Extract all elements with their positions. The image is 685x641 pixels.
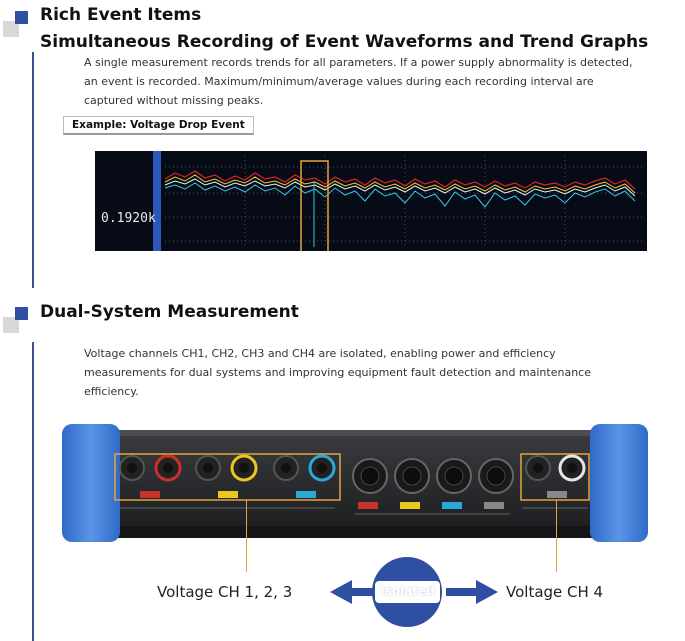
section1-description: A single measurement records trends for … bbox=[84, 56, 633, 107]
isolated-label: Isolated bbox=[380, 584, 435, 598]
right-bumper bbox=[590, 424, 648, 542]
arrow-right-icon bbox=[446, 580, 498, 604]
section-subtitle: Simultaneous Recording of Event Waveform… bbox=[40, 32, 649, 52]
section2-rule bbox=[32, 342, 34, 641]
left-bumper bbox=[62, 424, 120, 542]
event-trend-screenshot: 0.1920k bbox=[95, 151, 647, 251]
trend-series-white bbox=[164, 178, 636, 197]
trend-series-red bbox=[164, 170, 636, 190]
section-title-dual-system: Dual-System Measurement bbox=[40, 302, 299, 322]
section-marker-icon bbox=[15, 11, 28, 24]
device-panel-illustration bbox=[62, 424, 648, 542]
section2-description: Voltage channels CH1, CH2, CH3 and CH4 a… bbox=[84, 347, 591, 398]
trend-series-yellow bbox=[164, 174, 636, 194]
section2-marker-icon bbox=[15, 307, 28, 320]
callout-line-left bbox=[246, 500, 247, 572]
callout-line-right bbox=[556, 500, 557, 572]
channel-tags bbox=[140, 491, 567, 509]
label-voltage-ch123: Voltage CH 1, 2, 3 bbox=[157, 583, 293, 601]
trend-series-cyan bbox=[164, 182, 636, 208]
section-marker-back bbox=[3, 21, 19, 37]
section2-marker-back bbox=[3, 317, 19, 333]
isolation-arrow bbox=[330, 557, 498, 627]
example-label: Example: Voltage Drop Event bbox=[63, 116, 254, 135]
voltage-terminals bbox=[119, 454, 586, 482]
current-connectors bbox=[352, 458, 514, 494]
section1-rule bbox=[32, 52, 34, 288]
label-voltage-ch4: Voltage CH 4 bbox=[506, 583, 604, 601]
scope-readout: 0.1920k bbox=[101, 211, 156, 226]
event-highlight-box bbox=[300, 160, 329, 251]
arrow-left-icon bbox=[330, 580, 382, 604]
section-title-rich-event: Rich Event Items bbox=[40, 5, 202, 25]
